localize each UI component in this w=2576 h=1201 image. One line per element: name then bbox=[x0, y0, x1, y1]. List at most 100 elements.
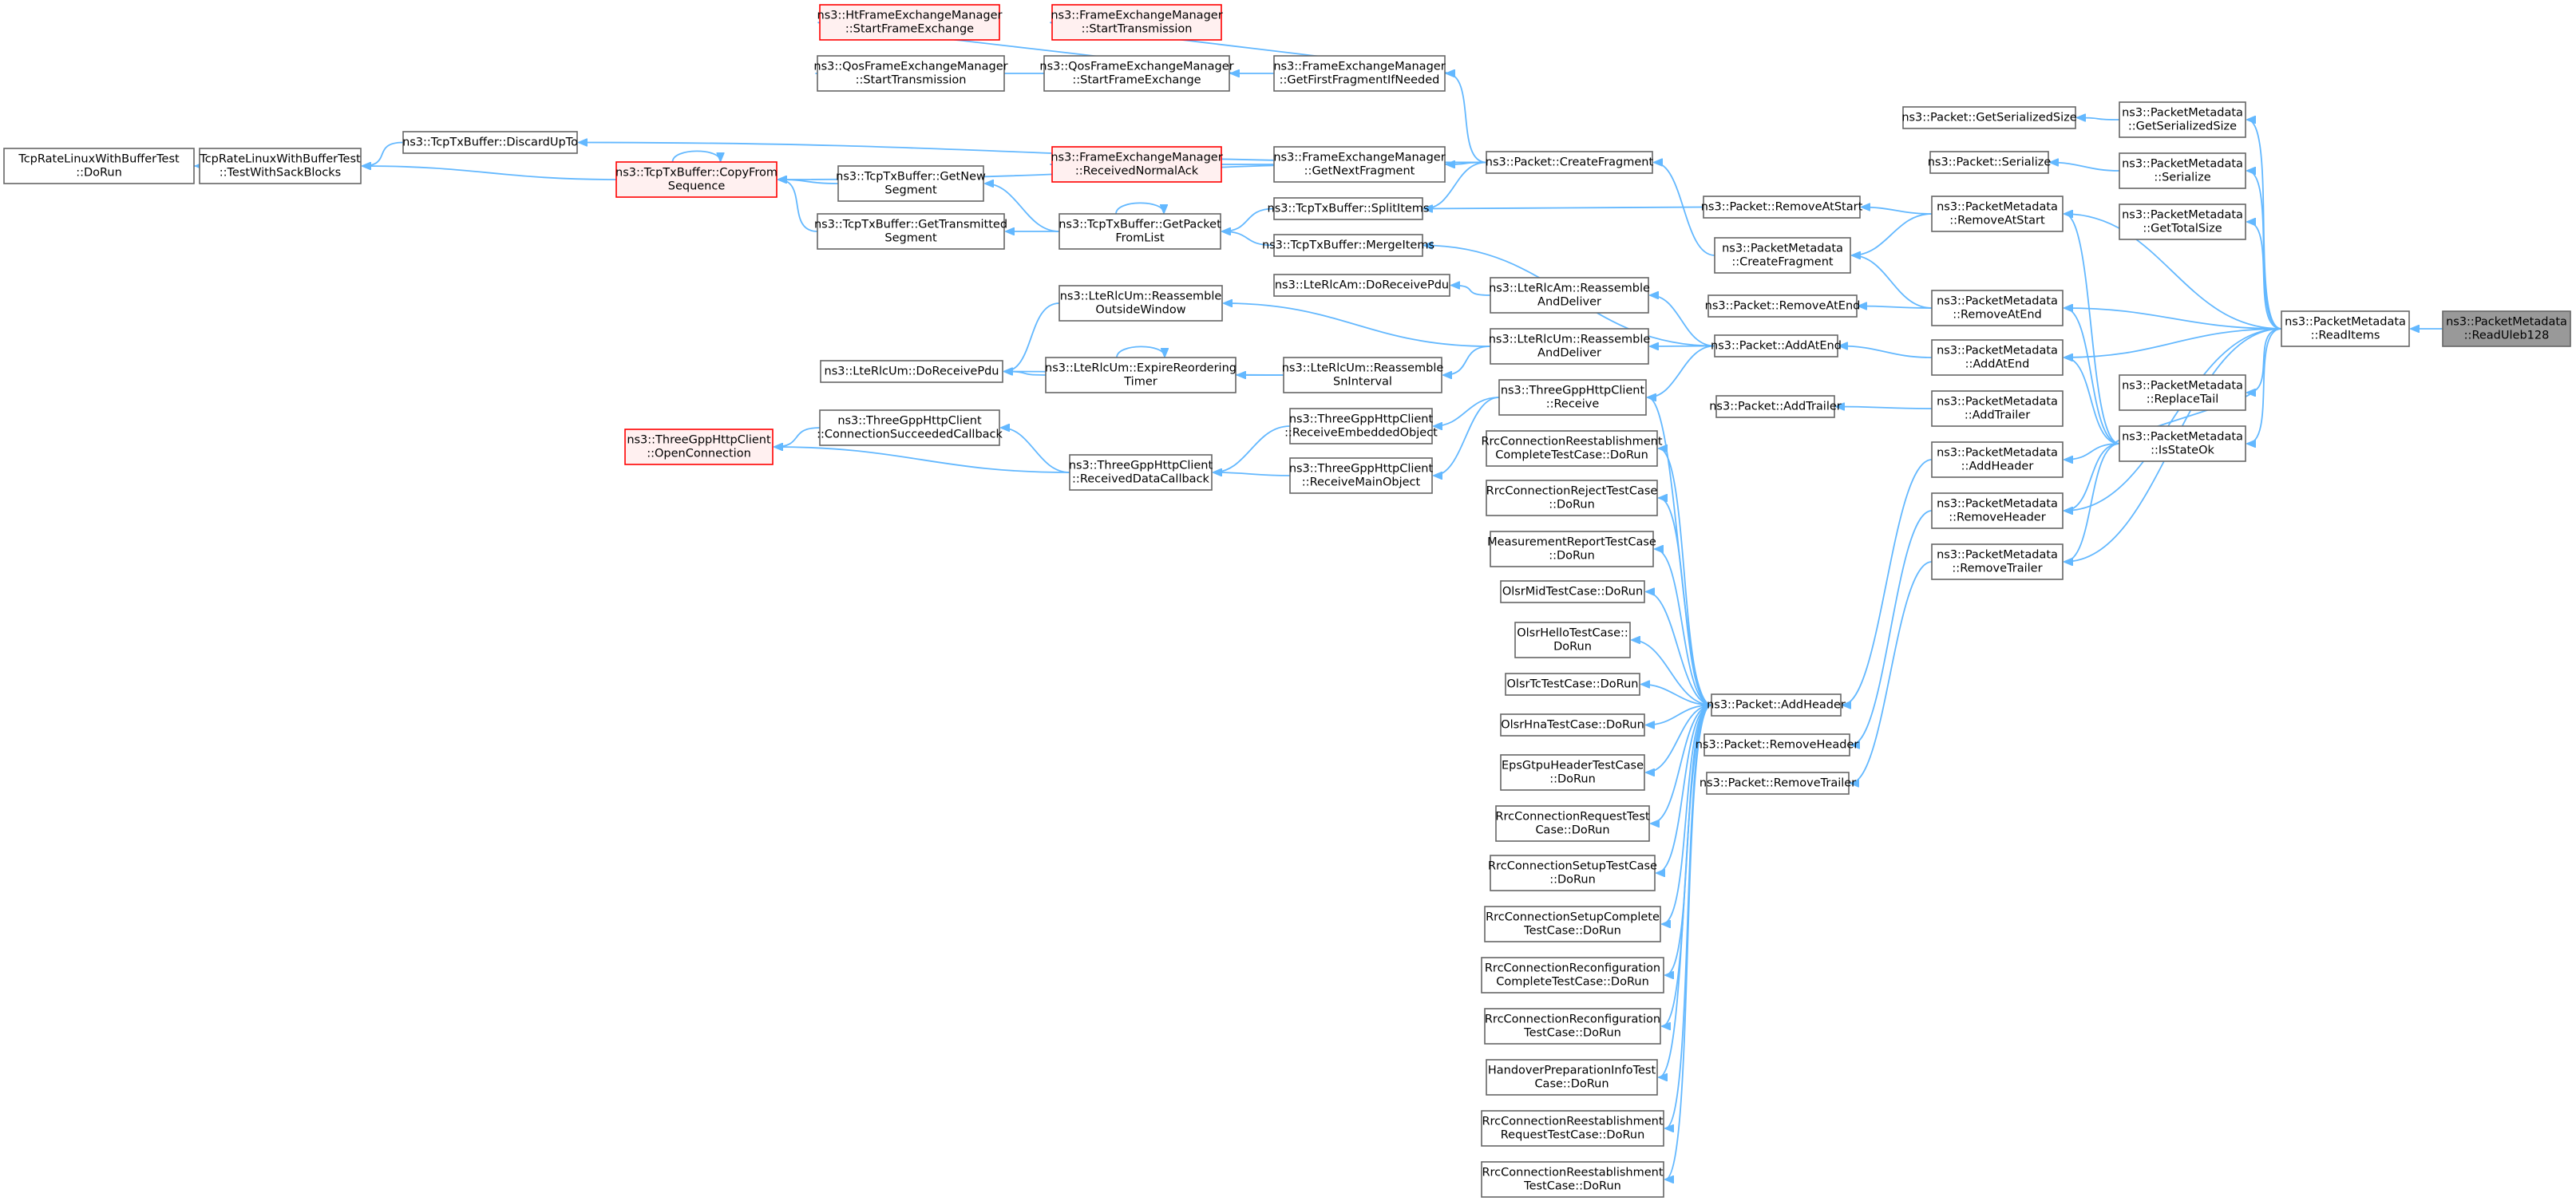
node-pm-read-items[interactable]: ns3::PacketMetadata::ReadItems bbox=[2281, 310, 2410, 347]
node-fem-start-tx[interactable]: ns3::FrameExchangeManager::StartTransmis… bbox=[1051, 4, 1223, 41]
node-label: ::Receive bbox=[1546, 398, 1600, 411]
edge-pm-create-fragment-to-packet-create-fragment bbox=[1654, 163, 1715, 256]
node-box bbox=[1058, 213, 1221, 250]
node-label: ns3::TcpTxBuffer::GetTransmitted bbox=[814, 219, 1007, 231]
node-packet-get-ser-size[interactable]: ns3::Packet::GetSerializedSize bbox=[1901, 106, 2077, 129]
node-label: ns3::PacketMetadata bbox=[1722, 243, 1843, 255]
node-t-olsr-hello[interactable]: OlsrHelloTestCase::DoRun bbox=[1514, 622, 1631, 658]
node-t-rrc-reest-complete[interactable]: RrcConnectionReestablishmentCompleteTest… bbox=[1481, 430, 1663, 467]
node-qos-start-fe[interactable]: ns3::QosFrameExchangeManager::StartFrame… bbox=[1039, 55, 1234, 92]
node-http-receive[interactable]: ns3::ThreeGppHttpClient::Receive bbox=[1498, 379, 1647, 416]
node-lterlcum-doreceive[interactable]: ns3::LteRlcUm::DoReceivePdu bbox=[820, 360, 1003, 383]
node-box bbox=[1051, 146, 1222, 183]
node-t-rrc-setup-complete[interactable]: RrcConnectionSetupCompleteTestCase::DoRu… bbox=[1484, 906, 1661, 942]
node-http-open[interactable]: ns3::ThreeGppHttpClient::OpenConnection bbox=[624, 429, 774, 465]
node-t-meas-report[interactable]: MeasurementReportTestCase::DoRun bbox=[1487, 531, 1656, 567]
node-box bbox=[1500, 754, 1645, 791]
node-t-rrc-reconf-complete[interactable]: RrcConnectionReconfigurationCompleteTest… bbox=[1481, 957, 1664, 994]
edge-http-receive-to-http-recv-embedded bbox=[1434, 397, 1500, 426]
node-tcp-test-sack[interactable]: TcpRateLinuxWithBufferTest::TestWithSack… bbox=[199, 148, 362, 184]
node-packet-remove-trailer[interactable]: ns3::Packet::RemoveTrailer bbox=[1700, 772, 1856, 795]
node-box bbox=[1707, 294, 1858, 318]
node-t-rrc-reest[interactable]: RrcConnectionReestablishmentTestCase::Do… bbox=[1481, 1161, 1664, 1198]
node-label: RrcConnectionSetupComplete bbox=[1486, 911, 1660, 924]
node-t-rrc-reconf[interactable]: RrcConnectionReconfigurationTestCase::Do… bbox=[1484, 1008, 1661, 1045]
node-label: RequestTestCase::DoRun bbox=[1501, 1129, 1645, 1142]
node-label: ns3::LteRlcUm::ExpireReordering bbox=[1045, 362, 1237, 375]
node-packet-add-at-end[interactable]: ns3::Packet::AddAtEnd bbox=[1711, 334, 1842, 358]
node-packet-remove-header[interactable]: ns3::Packet::RemoveHeader bbox=[1696, 733, 1859, 757]
node-pm-remove-header[interactable]: ns3::PacketMetadata::RemoveHeader bbox=[1931, 492, 2064, 529]
node-http-recv-main[interactable]: ns3::ThreeGppHttpClient::ReceiveMainObje… bbox=[1289, 457, 1434, 494]
node-pm-read-uleb[interactable]: ns3::PacketMetadata::ReadUleb128 bbox=[2442, 310, 2571, 347]
node-discard-up-to[interactable]: ns3::TcpTxBuffer::DiscardUpTo bbox=[402, 131, 578, 154]
edge-packet-add-header-to-t-olsr-hna bbox=[1646, 704, 1712, 725]
edge-pm-remove-at-start-to-pm-create-fragment bbox=[1852, 213, 1933, 255]
node-pm-replace-tail[interactable]: ns3::PacketMetadata::ReplaceTail bbox=[2119, 374, 2246, 411]
edge-pm-is-state-ok-to-pm-add-at-end bbox=[2064, 358, 2120, 444]
node-http-conn-succ[interactable]: ns3::ThreeGppHttpClient::ConnectionSucce… bbox=[817, 409, 1003, 446]
node-pm-add-trailer[interactable]: ns3::PacketMetadata::AddTrailer bbox=[1931, 390, 2064, 427]
node-label: ::CreateFragment bbox=[1731, 256, 1834, 269]
node-t-eps-gtpu[interactable]: EpsGtpuHeaderTestCase::DoRun bbox=[1500, 754, 1645, 791]
node-pm-add-header[interactable]: ns3::PacketMetadata::AddHeader bbox=[1931, 441, 2064, 478]
node-packet-add-header[interactable]: ns3::Packet::AddHeader bbox=[1707, 693, 1846, 717]
node-pm-create-fragment[interactable]: ns3::PacketMetadata::CreateFragment bbox=[1714, 237, 1851, 274]
node-packet-add-trailer[interactable]: ns3::Packet::AddTrailer bbox=[1709, 395, 1842, 418]
node-label: ::ReceiveMainObject bbox=[1302, 476, 1421, 489]
node-pm-add-at-end[interactable]: ns3::PacketMetadata::AddAtEnd bbox=[1931, 339, 2064, 376]
node-qos-start-tx[interactable]: ns3::QosFrameExchangeManager::StartTrans… bbox=[813, 55, 1008, 92]
node-lterlcam-doreceive[interactable]: ns3::LteRlcAm::DoReceivePdu bbox=[1273, 274, 1450, 297]
node-tcp-test-dorun[interactable]: TcpRateLinuxWithBufferTest::DoRun bbox=[3, 148, 195, 184]
node-t-olsr-tc[interactable]: OlsrTcTestCase::DoRun bbox=[1505, 673, 1640, 696]
node-pm-remove-trailer[interactable]: ns3::PacketMetadata::RemoveTrailer bbox=[1931, 543, 2064, 580]
node-box bbox=[1484, 906, 1661, 942]
node-pm-remove-at-start[interactable]: ns3::PacketMetadata::RemoveAtStart bbox=[1931, 196, 2064, 232]
node-merge-items[interactable]: ns3::TcpTxBuffer::MergeItems bbox=[1262, 234, 1434, 257]
node-http-recv-embedded[interactable]: ns3::ThreeGppHttpClient::ReceiveEmbedded… bbox=[1284, 408, 1438, 444]
edge-pm-read-items-to-pm-get-total-size bbox=[2247, 222, 2282, 330]
node-t-rrc-reest-request[interactable]: RrcConnectionReestablishmentRequestTestC… bbox=[1481, 1110, 1664, 1147]
node-label: SnInterval bbox=[1333, 376, 1392, 389]
node-label: ::DoRun bbox=[1549, 874, 1596, 887]
node-packet-remove-at-start[interactable]: ns3::Packet::RemoveAtStart bbox=[1701, 196, 1863, 219]
node-label: ::StartTransmission bbox=[856, 74, 967, 87]
node-t-rrc-reject[interactable]: RrcConnectionRejectTestCase::DoRun bbox=[1486, 480, 1658, 516]
node-pm-get-total-size[interactable]: ns3::PacketMetadata::GetTotalSize bbox=[2119, 203, 2246, 240]
node-packet-serialize[interactable]: ns3::Packet::Serialize bbox=[1928, 151, 2052, 174]
node-box bbox=[3, 148, 195, 184]
node-label: ns3::PacketMetadata bbox=[2122, 107, 2243, 120]
node-box bbox=[1484, 1008, 1661, 1045]
node-label: RrcConnectionRequestTest bbox=[1495, 811, 1650, 824]
node-box bbox=[1703, 733, 1850, 757]
node-label: RrcConnectionRejectTestCase bbox=[1486, 485, 1658, 498]
node-fem-get-next[interactable]: ns3::FrameExchangeManager::GetNextFragme… bbox=[1273, 146, 1446, 183]
node-pm-is-state-ok[interactable]: ns3::PacketMetadata::IsStateOk bbox=[2119, 425, 2246, 462]
node-pm-serialize[interactable]: ns3::PacketMetadata::Serialize bbox=[2119, 152, 2246, 189]
node-ht-start-fe[interactable]: ns3::HtFrameExchangeManager::StartFrameE… bbox=[817, 4, 1003, 41]
node-box bbox=[1714, 237, 1851, 274]
node-packet-create-fragment[interactable]: ns3::Packet::CreateFragment bbox=[1486, 151, 1654, 174]
node-split-items[interactable]: ns3::TcpTxBuffer::SplitItems bbox=[1268, 197, 1430, 220]
node-fem-get-first[interactable]: ns3::FrameExchangeManager::GetFirstFragm… bbox=[1273, 55, 1446, 92]
node-http-recv-data[interactable]: ns3::ThreeGppHttpClient::ReceivedDataCal… bbox=[1069, 454, 1213, 491]
node-label: ns3::PacketMetadata bbox=[2285, 316, 2406, 329]
node-t-rrc-setup[interactable]: RrcConnectionSetupTestCase::DoRun bbox=[1488, 855, 1657, 891]
node-pm-get-ser-size[interactable]: ns3::PacketMetadata::GetSerializedSize bbox=[2119, 101, 2246, 138]
node-pm-remove-at-end[interactable]: ns3::PacketMetadata::RemoveAtEnd bbox=[1931, 290, 2064, 326]
node-t-olsr-mid[interactable]: OlsrMidTestCase::DoRun bbox=[1500, 580, 1645, 603]
node-t-olsr-hna[interactable]: OlsrHnaTestCase::DoRun bbox=[1500, 713, 1645, 737]
node-fem-recv-ack[interactable]: ns3::FrameExchangeManager::ReceivedNorma… bbox=[1051, 146, 1223, 183]
node-packet-remove-at-end[interactable]: ns3::Packet::RemoveAtEnd bbox=[1705, 294, 1861, 318]
